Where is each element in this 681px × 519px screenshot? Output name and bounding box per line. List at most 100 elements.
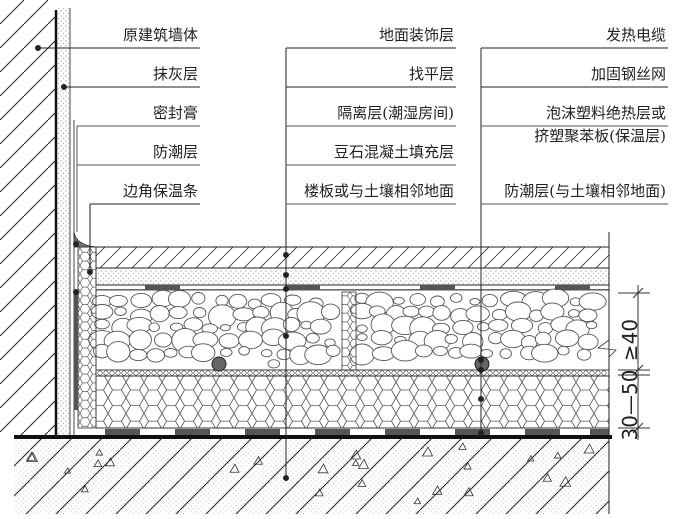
mesh-wire: [289, 370, 295, 376]
separator-strip: [145, 285, 180, 290]
aggregate-mark: [559, 475, 572, 487]
separator-strip: [420, 285, 455, 290]
leaders-right: [478, 47, 668, 436]
mesh-wire: [199, 370, 205, 376]
label-moisture-barrier-ground: 防潮层(与土壤相邻地面): [504, 182, 666, 200]
mesh-wire: [553, 370, 559, 376]
pebble: [276, 348, 292, 361]
mesh-wire: [193, 370, 199, 376]
aggregate-mark: [431, 485, 443, 495]
pebble: [356, 324, 368, 333]
label-plaster-layer: 抹灰层: [153, 65, 198, 83]
mesh-wire: [385, 370, 391, 376]
pebble: [370, 330, 393, 346]
mesh-wire: [535, 370, 541, 376]
mesh-wire: [181, 370, 187, 376]
aggregate-mark: [104, 457, 116, 467]
mesh-wire: [421, 370, 427, 376]
mesh-wire: [301, 370, 307, 376]
original-wall-section: [0, 0, 75, 436]
pebble: [163, 348, 178, 358]
mesh-wire: [121, 370, 127, 376]
mesh-wire: [229, 370, 235, 376]
aggregate-mark: [63, 466, 72, 474]
separator-strip: [175, 429, 210, 435]
mesh-wire: [103, 370, 109, 376]
wire-mesh: [97, 370, 607, 376]
mesh-wire: [427, 370, 433, 376]
pebble: [284, 294, 302, 306]
separator-strip: [555, 285, 590, 290]
aggregate-mark: [357, 458, 370, 469]
mesh-wire: [325, 370, 331, 376]
pebble: [238, 346, 250, 356]
mesh-wire: [433, 370, 439, 376]
mesh-wire: [565, 370, 571, 376]
label-floor-finish-layer: 地面装饰层: [379, 26, 454, 44]
mesh-wire: [583, 370, 589, 376]
separator-strip: [590, 429, 609, 435]
separator-strips: [105, 285, 609, 435]
pebble: [238, 330, 264, 350]
mesh-wire: [541, 370, 547, 376]
separator-strip: [245, 429, 280, 435]
mesh-wire: [355, 370, 361, 376]
mesh-wire: [337, 370, 343, 376]
pebble: [94, 318, 110, 330]
mesh-wire: [151, 370, 157, 376]
mesh-wire: [589, 370, 595, 376]
aggregate-mark: [95, 448, 104, 456]
mesh-wire: [163, 370, 169, 376]
mesh-wire: [97, 370, 103, 376]
separator-strip: [525, 429, 560, 435]
mesh-wire: [187, 370, 193, 376]
aggregate-mark: [463, 486, 474, 497]
mesh-wire: [319, 370, 325, 376]
mesh-wire: [529, 370, 535, 376]
mesh-wire: [247, 370, 253, 376]
dim-insulation-thickness: 30—50: [618, 370, 642, 441]
mesh-wire: [343, 370, 349, 376]
mesh-wire: [331, 370, 337, 376]
pebble: [108, 294, 128, 308]
pebble: [477, 322, 490, 332]
pebble: [531, 343, 559, 363]
aggregate-mark: [350, 449, 362, 460]
pebble: [219, 324, 231, 332]
mesh-wire: [169, 370, 175, 376]
mesh-wire: [505, 370, 511, 376]
aggregate-mark: [25, 451, 37, 461]
separator-strip: [285, 285, 320, 290]
mesh-wire: [397, 370, 403, 376]
label-moisture-barrier: 防潮层: [153, 143, 198, 161]
pebble: [106, 341, 131, 363]
aggregate-mark: [26, 451, 39, 463]
mesh-wire: [313, 370, 319, 376]
mesh-wire: [223, 370, 229, 376]
mesh-wire: [595, 370, 601, 376]
label-leveling-layer: 找平层: [409, 65, 454, 83]
pebble: [480, 348, 493, 359]
mesh-wire: [253, 370, 259, 376]
pebble: [576, 348, 592, 361]
pebble: [578, 292, 607, 311]
pebble: [452, 319, 474, 336]
mesh-wire: [559, 370, 565, 376]
mesh-wire: [547, 370, 553, 376]
mesh-wire: [235, 370, 241, 376]
pebble: [557, 345, 570, 356]
dim-fill-thickness: ≥40: [618, 319, 642, 361]
label-edge-insulation-strip: 边角保温条: [123, 182, 198, 200]
mesh-wire: [445, 370, 451, 376]
soil-ground: [14, 438, 610, 514]
mesh-wire: [451, 370, 457, 376]
pebble: [146, 348, 166, 363]
mesh-wire: [469, 370, 475, 376]
mesh-wire: [271, 370, 277, 376]
mesh-wire: [403, 370, 409, 376]
pebble: [402, 305, 420, 318]
aggregate-mark: [421, 446, 434, 457]
label-original-wall: 原建筑墙体: [123, 26, 198, 44]
mesh-wire: [439, 370, 445, 376]
